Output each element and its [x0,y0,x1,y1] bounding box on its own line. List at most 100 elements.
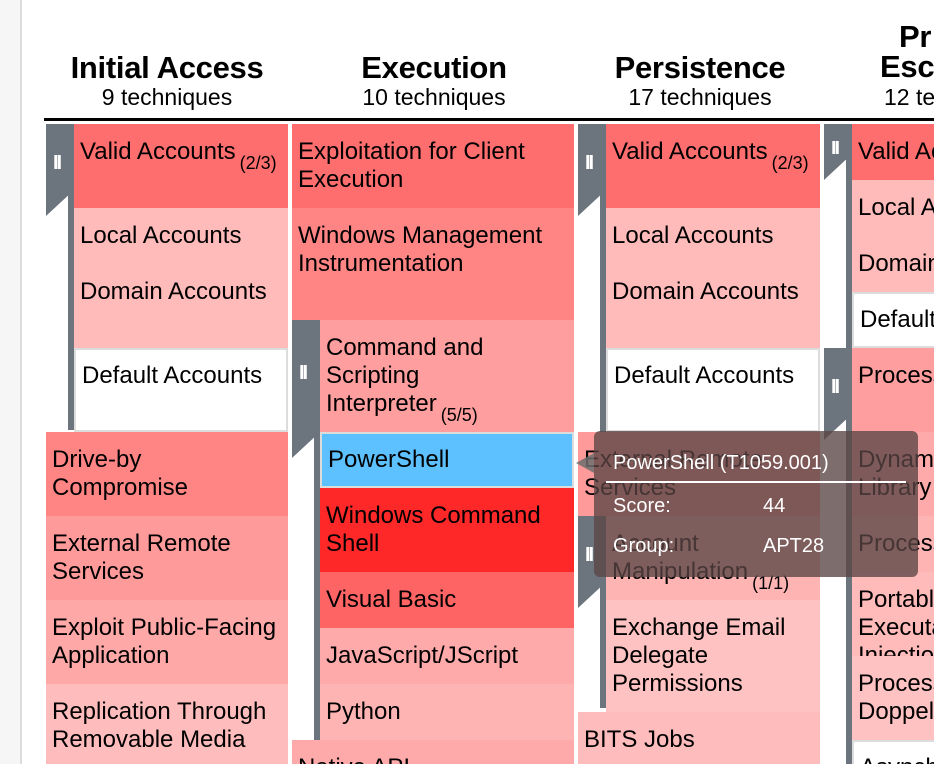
subtechnique-sidebar [314,432,320,744]
subtechnique-cell[interactable]: Python [320,684,574,740]
tactic-name: Initial Access [70,50,264,85]
technique-cell[interactable]: Exploit Public-Facing Application [46,600,288,684]
technique-label: Command and Scripting Interpreter [326,334,484,417]
technique-label: Domain Accounts [612,278,799,305]
technique-label: Process Injection [858,362,934,389]
tooltip-title: PowerShell (T1059.001) [613,452,829,474]
technique-cell[interactable]: BITS Jobs [578,712,820,764]
technique-label: Windows Management Instrumentation [298,222,543,277]
technique-cell[interactable]: Exploitation for Client Execution [292,124,574,208]
subtechnique-count: (2/3) [239,153,277,173]
technique-label: Python [326,698,401,725]
tactic-name-line: Pr [899,19,932,54]
technique-label: Windows Command Shell [326,502,541,557]
subtechnique-cell[interactable]: Domain Accounts [852,236,934,292]
subtechnique-toggle[interactable]: II [46,124,74,190]
technique-label: Visual Basic [326,586,457,613]
pause-bars-icon: II [53,152,62,174]
technique-cell[interactable]: Process Injection [852,348,934,432]
subtechnique-sidebar [600,190,606,432]
attack-matrix: Initial Access 9 techniques II Valid Acc… [44,0,934,764]
tactic-technique-count: 9 techniques [101,84,233,110]
tooltip-divider [606,481,906,483]
tooltip-group-value: APT28 [763,535,825,557]
pause-bars-icon: II [299,362,308,384]
tooltip-group-row: Group: APT28 [613,534,824,558]
tactic-technique-count: 17 techniques [628,84,772,110]
technique-label: Replication Through Removable Media [52,698,267,753]
header-divider [44,118,934,121]
technique-cell[interactable]: Valid Accounts [852,124,934,180]
technique-cell[interactable]: External Remote Services [46,516,288,600]
subtechnique-cell-selected[interactable]: PowerShell [320,432,574,488]
tactic-header: Pr Esc 12 techniques [824,0,934,118]
technique-label: Default Accounts [614,362,795,389]
technique-cell[interactable]: Windows Management Instrumentation [292,208,574,320]
subtechnique-cell[interactable]: Domain Accounts [606,264,820,348]
technique-cell[interactable]: Valid Accounts(2/3) [606,124,820,208]
technique-cell[interactable]: Drive-by Compromise [46,432,288,516]
subtechnique-toggle[interactable]: II [578,124,606,190]
subtechnique-count: (1/1) [752,573,790,593]
technique-label: Valid Accounts [80,138,236,165]
subtechnique-toggle[interactable]: II [824,348,852,414]
subtechnique-sidebar [600,582,606,708]
subtechnique-sidebar [846,154,852,348]
tactic-name: Execution [361,50,507,85]
technique-label: Asynchronous Procedure Call [860,754,934,764]
technique-cell[interactable]: Command and Scripting Interpreter(5/5) [320,320,574,432]
tactic-header: Execution 10 techniques [292,0,576,118]
tooltip-group-label: Group: [613,535,675,557]
subtechnique-toggle[interactable]: II [824,124,852,160]
subtechnique-sidebar [846,414,852,764]
tooltip-score-row: Score:44 [613,494,785,518]
pause-bars-icon: II [831,138,840,160]
tactic-header: Initial Access 9 techniques [44,0,290,118]
subtechnique-cell[interactable]: Local Accounts [852,180,934,236]
subtechnique-toggle[interactable]: II [292,320,320,432]
tactic-technique-count: 12 techniques [884,84,934,110]
technique-label: Valid Accounts [858,138,934,165]
tooltip-arrow-icon [576,453,594,473]
subtechnique-count: (2/3) [771,153,809,173]
technique-label: Exploit Public-Facing Application [52,614,277,669]
technique-cell[interactable]: Replication Through Removable Media [46,684,288,764]
pause-bars-icon: II [585,544,594,566]
tactic-name-line: Esc [880,49,934,84]
tactic-name: Persistence [614,50,786,85]
subtechnique-cell[interactable]: Local Accounts [606,208,820,264]
pause-bars-icon: II [585,152,594,174]
technique-label: Domain Accounts [858,250,934,277]
subtechnique-cell[interactable]: Local Accounts [74,208,288,264]
subtechnique-cell[interactable]: Process Doppelganging [852,656,934,740]
technique-label: Local Accounts [858,194,934,221]
subtechnique-cell[interactable]: Portable Executable Injection [852,572,934,656]
technique-label: Native API [298,754,410,764]
technique-label: Portable Executable Injection [858,586,934,656]
technique-cell[interactable]: Native API [292,740,574,764]
subtechnique-cell[interactable]: Visual Basic [320,572,574,628]
subtechnique-cell[interactable]: Asynchronous Procedure Call [852,740,934,764]
tactic-name: Pr Esc [860,19,934,84]
subtechnique-cell[interactable]: Default Accounts [74,348,288,432]
left-side-panel [0,0,22,764]
technique-label: Local Accounts [612,222,774,249]
subtechnique-count: (5/5) [440,405,478,425]
technique-label: PowerShell [328,446,450,473]
subtechnique-sidebar [68,190,74,430]
subtechnique-cell[interactable]: Domain Accounts [74,264,288,348]
tactic-header: Persistence 17 techniques [578,0,822,118]
subtechnique-cell[interactable]: JavaScript/JScript [320,628,574,684]
technique-label: Process Doppelganging [858,670,934,725]
subtechnique-cell[interactable]: Exchange Email Delegate Permissions [606,600,820,712]
technique-label: BITS Jobs [584,726,695,753]
subtechnique-cell[interactable]: Default Accounts [606,348,820,432]
technique-label: Drive-by Compromise [52,446,189,501]
tooltip-score-label: Score: [613,495,671,517]
technique-label: JavaScript/JScript [326,642,519,669]
technique-cell[interactable]: Valid Accounts(2/3) [74,124,288,208]
subtechnique-cell[interactable]: Default Accounts [852,292,934,348]
technique-label: Default Accounts [860,306,934,333]
subtechnique-cell[interactable]: Windows Command Shell [320,488,574,572]
pause-bars-icon: II [831,376,840,398]
